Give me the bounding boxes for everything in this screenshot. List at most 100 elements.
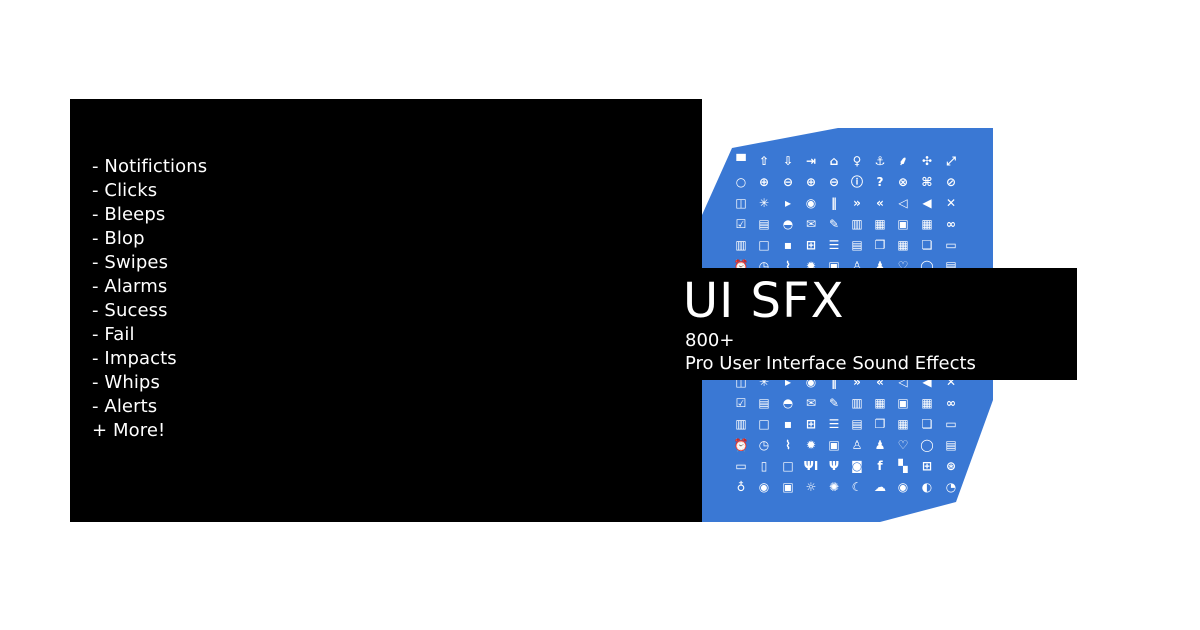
briefcase-icon: ▣ <box>828 259 840 273</box>
feature-item: - Alarms <box>92 276 168 297</box>
grid-icon: ⊞ <box>805 417 817 431</box>
feature-item: - Notifictions <box>92 156 208 177</box>
search-icon: ○ <box>735 175 747 189</box>
pin-icon: ♁ <box>736 480 746 494</box>
link-icon: ∞ <box>946 396 956 410</box>
browser-icon: ▭ <box>945 238 957 252</box>
forward-circle-icon: » <box>853 196 861 210</box>
tray-icon: ◓ <box>782 396 794 410</box>
lightbulb-icon: ♀ <box>852 154 862 168</box>
checkbox-icon: ☑ <box>735 396 747 410</box>
feature-item: - Clicks <box>92 180 158 201</box>
stack-icon: ❏ <box>921 417 933 431</box>
alarm-icon: ⏰ <box>733 438 749 452</box>
bin-icon: □ <box>758 417 770 431</box>
close-circle-icon: ⊗ <box>897 175 909 189</box>
tray-icon: ◓ <box>782 217 794 231</box>
help-circle-icon: ? <box>876 175 884 189</box>
instagram-icon: ◙ <box>851 459 863 473</box>
play-circle-icon: ▸ <box>784 375 792 389</box>
monitor-icon: ▭ <box>735 459 747 473</box>
alert-circle-icon: ⓘ <box>850 175 863 189</box>
checker-icon: ▚ <box>898 459 908 473</box>
minus-circle-icon: ⊖ <box>828 175 840 189</box>
block-icon: ⊘ <box>945 175 957 189</box>
login-icon: ⇥ <box>805 154 817 168</box>
notebook-icon: ▦ <box>874 396 886 410</box>
feature-panel: - Notifictions - Clicks - Bleeps - Blop … <box>70 99 702 522</box>
title-banner <box>702 268 1077 380</box>
news-icon: ▥ <box>851 396 863 410</box>
chat-icon: ◯ <box>920 438 934 452</box>
book-icon: ◫ <box>735 196 747 210</box>
upload-icon: ⇧ <box>758 154 770 168</box>
book-icon: ◫ <box>735 375 747 389</box>
inbox-icon: ▀ <box>736 154 746 168</box>
apps-icon: ▪ <box>783 417 793 431</box>
product-subtitle: Pro User Interface Sound Effects <box>685 353 976 374</box>
feature-item: - Bleeps <box>92 204 166 225</box>
feature-item: - Sucess <box>92 300 168 321</box>
dribbble-icon: ⊛ <box>945 459 957 473</box>
message-icon: ▤ <box>945 259 957 273</box>
shrink-icon: ✣ <box>921 154 933 168</box>
location-icon: ◉ <box>758 480 770 494</box>
pause-circle-icon: ‖ <box>831 196 837 210</box>
mute-icon: ✕ <box>945 196 957 210</box>
gear-icon: ✹ <box>805 259 817 273</box>
fork-knife-icon: Ψ <box>828 459 840 473</box>
rewind-circle-icon: « <box>876 375 884 389</box>
restaurant-icon: ΨΙ <box>803 459 819 473</box>
pause-circle-icon: ‖ <box>831 375 837 389</box>
feather-icon: ⸙ <box>898 154 908 168</box>
table-icon: ▤ <box>851 238 863 252</box>
clipboard-icon: ▣ <box>897 217 909 231</box>
laptop-icon: □ <box>782 459 794 473</box>
notebook-icon: ▦ <box>874 217 886 231</box>
feature-item: - Whips <box>92 372 160 393</box>
calendar-icon: ▦ <box>921 217 933 231</box>
mail-icon: ✉ <box>805 217 817 231</box>
volume-high-icon: ◀ <box>922 375 932 389</box>
edit-icon: ✎ <box>828 217 840 231</box>
heart-icon: ♡ <box>897 438 909 452</box>
volume-high-icon: ◀ <box>922 196 932 210</box>
download-icon: ⇩ <box>782 154 794 168</box>
clock-icon: ◷ <box>758 438 770 452</box>
calendar-icon: ▦ <box>921 396 933 410</box>
brightness-icon: ✺ <box>828 480 840 494</box>
stop-circle-icon: ◉ <box>805 196 817 210</box>
checkbox-icon: ☑ <box>735 217 747 231</box>
zoom-in-icon: ⊕ <box>758 175 770 189</box>
bin-icon: □ <box>758 238 770 252</box>
table-icon: ▤ <box>851 417 863 431</box>
tablet-icon: ▯ <box>760 459 768 473</box>
briefcase-icon: ▣ <box>828 438 840 452</box>
mail-icon: ✉ <box>805 396 817 410</box>
heart-icon: ♡ <box>897 259 909 273</box>
stack-icon: ❏ <box>921 238 933 252</box>
product-title: UI SFX <box>683 273 845 329</box>
feature-list: - Notifictions - Clicks - Bleeps - Blop … <box>92 155 207 443</box>
contrast-icon: ◐ <box>921 480 933 494</box>
clock-icon: ◷ <box>758 259 770 273</box>
facebook-icon: f <box>877 459 883 473</box>
forward-circle-icon: » <box>853 375 861 389</box>
window-icon: ❐ <box>874 238 886 252</box>
user-icon: ♙ <box>851 259 863 273</box>
compass-icon: ◔ <box>945 480 957 494</box>
stop-circle-icon: ◉ <box>805 375 817 389</box>
expand-icon: ⤢ <box>946 154 956 168</box>
trash-icon: ▥ <box>735 417 747 431</box>
cloud-icon: ☁ <box>874 480 886 494</box>
record-icon: ◉ <box>897 480 909 494</box>
focus-icon: ⊞ <box>921 459 933 473</box>
trash-icon: ▥ <box>735 238 747 252</box>
home-icon: ⌂ <box>829 154 839 168</box>
users-icon: ♟ <box>874 438 886 452</box>
feature-item: - Blop <box>92 228 145 249</box>
sun-icon: ☼ <box>805 480 817 494</box>
window-icon: ❐ <box>874 417 886 431</box>
volume-low-icon: ◁ <box>898 196 908 210</box>
edit-icon: ✎ <box>828 396 840 410</box>
